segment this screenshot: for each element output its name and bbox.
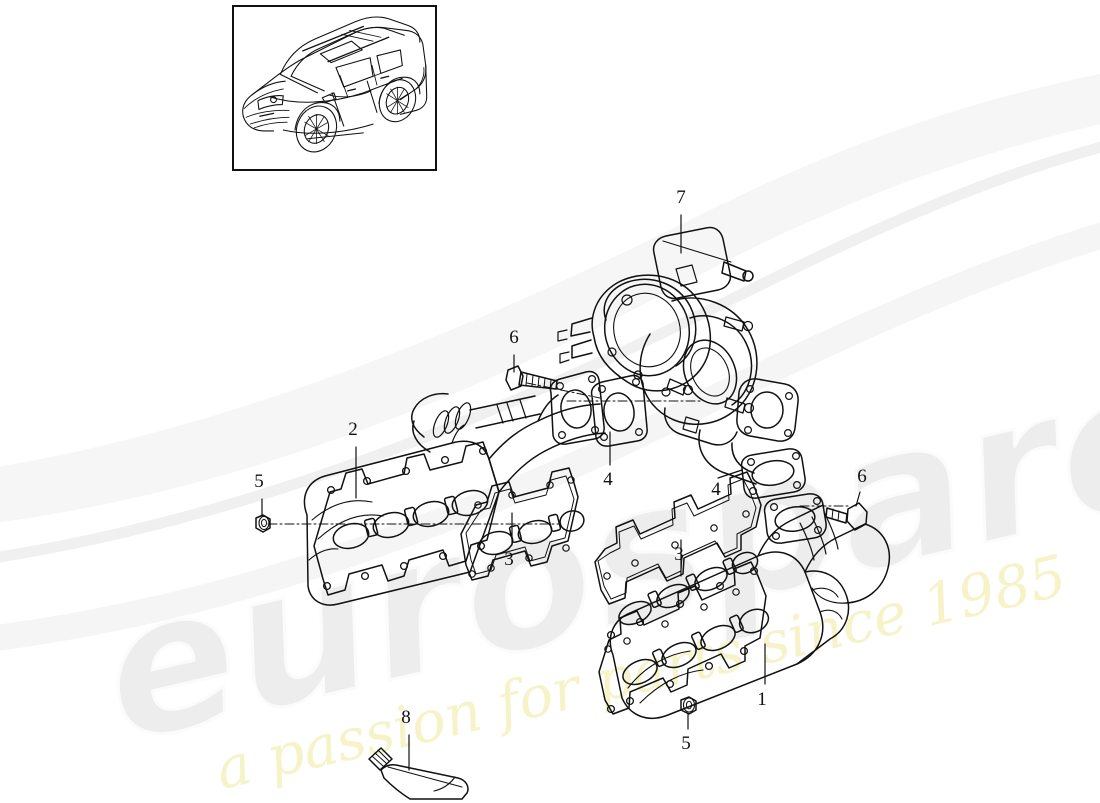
part-hex-bolt-left xyxy=(505,365,558,391)
vehicle-thumbnail-box xyxy=(232,5,437,171)
callout-number-2: 2 xyxy=(348,419,358,440)
callout-number-8: 8 xyxy=(401,707,411,728)
part-exhaust-manifold-right xyxy=(598,551,850,719)
leader-lines xyxy=(261,214,861,771)
part-turbo-flange-gasket-center xyxy=(590,374,648,447)
callout-number-1: 1 xyxy=(757,689,767,710)
porsche-cayenne-icon xyxy=(242,16,428,153)
part-hex-bolt-right xyxy=(825,502,868,531)
part-sealant-tube xyxy=(368,747,469,800)
callout-number-4-center: 4 xyxy=(603,469,613,490)
callout-number-5-left: 5 xyxy=(254,471,264,492)
part-downpipe-left xyxy=(411,392,606,453)
callout-number-4-right: 4 xyxy=(711,479,721,500)
part-turbocharger xyxy=(557,226,799,485)
callout-number-6-left: 6 xyxy=(509,327,519,348)
callout-number-6-right: 6 xyxy=(857,466,867,487)
part-manifold-gasket-left xyxy=(460,467,585,581)
callout-number-7: 7 xyxy=(676,187,686,208)
part-downpipe-right xyxy=(757,493,890,604)
callout-number-3-right: 3 xyxy=(674,544,684,565)
part-hex-nut-right xyxy=(680,696,697,715)
part-turbo-flange-gasket-right xyxy=(740,448,806,499)
callout-number-3-left: 3 xyxy=(504,549,514,570)
callout-number-5-right: 5 xyxy=(681,733,691,754)
part-hex-nut-left xyxy=(255,514,271,533)
part-manifold-gasket-right xyxy=(594,471,762,653)
part-exhaust-manifold-left xyxy=(303,420,546,606)
